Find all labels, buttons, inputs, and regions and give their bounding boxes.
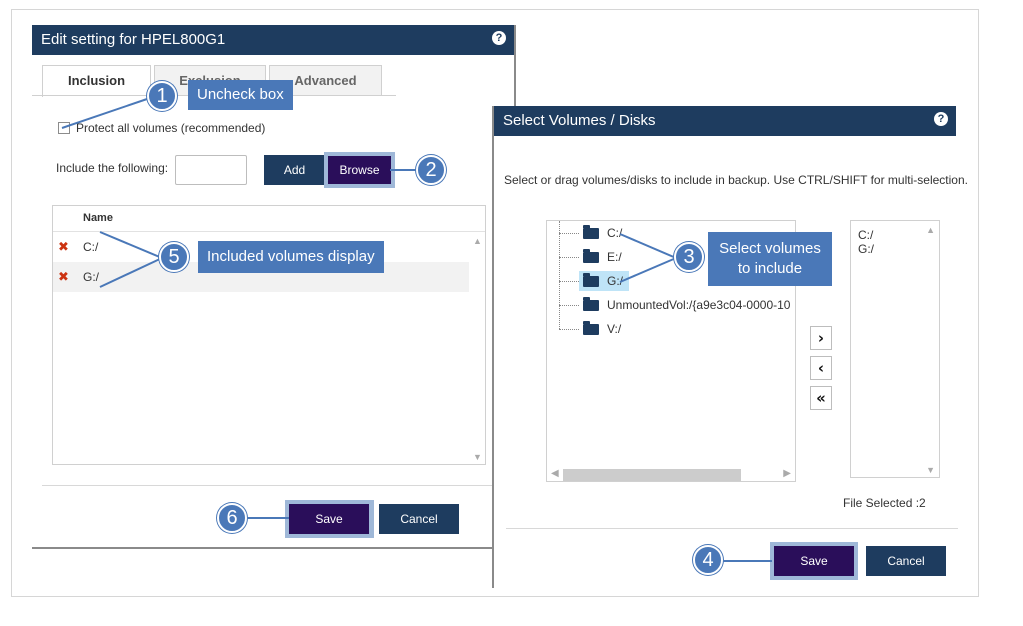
scrollbar-thumb[interactable] <box>563 469 741 481</box>
callout-badge-5: 5 <box>159 242 189 272</box>
callout-label-1: Uncheck box <box>188 80 293 110</box>
tree-item-g[interactable]: G:/ <box>579 271 630 291</box>
move-all-left-button[interactable]: « <box>810 386 832 410</box>
remove-icon[interactable]: ✖ <box>58 239 69 254</box>
tree-connector <box>559 257 579 258</box>
scroll-up-icon[interactable]: ▲ <box>926 225 935 235</box>
add-button[interactable]: Add <box>264 155 325 185</box>
row-name: C:/ <box>83 240 99 254</box>
edit-dialog-titlebar: Edit setting for HPEL800G1 ? <box>32 25 514 55</box>
tree-connector <box>559 305 579 306</box>
callout-badge-4: 4 <box>693 545 723 575</box>
tree-item-label: E:/ <box>607 250 622 264</box>
tree-horizontal-scrollbar[interactable]: ◀ ▶ <box>547 467 795 481</box>
footer-divider <box>42 485 502 486</box>
grid-header-name[interactable]: Name <box>83 212 113 224</box>
folder-icon <box>583 225 599 239</box>
remove-icon[interactable]: ✖ <box>58 269 69 284</box>
selected-volumes-list: C:/ G:/ ▲ ▼ <box>850 220 940 478</box>
tree-connector <box>559 233 579 234</box>
scroll-down-icon[interactable]: ▼ <box>926 465 935 475</box>
grid-scrollbar[interactable]: ▲ ▼ <box>469 232 485 464</box>
include-label: Include the following: <box>56 161 169 175</box>
tree-connector <box>559 329 579 330</box>
cancel-button[interactable]: Cancel <box>379 504 459 534</box>
scroll-down-icon[interactable]: ▼ <box>473 452 482 462</box>
protect-all-label: Protect all volumes (recommended) <box>76 121 266 135</box>
cancel-button[interactable]: Cancel <box>866 546 946 576</box>
move-right-button[interactable]: › <box>810 326 832 350</box>
grid-header: Name <box>53 206 485 232</box>
tree-item-label: UnmountedVol:/{a9e3c04-0000-10 <box>607 298 791 312</box>
row-name: G:/ <box>83 270 100 284</box>
browse-button[interactable]: Browse <box>328 156 391 184</box>
tree-item-label: V:/ <box>607 322 622 336</box>
folder-icon <box>583 297 599 311</box>
select-instructions: Select or drag volumes/disks to include … <box>504 173 968 187</box>
help-icon[interactable]: ? <box>934 112 948 126</box>
scroll-right-icon[interactable]: ▶ <box>783 468 791 479</box>
callout-label-3: Select volumes to include <box>708 232 832 286</box>
list-item[interactable]: G:/ <box>858 242 875 256</box>
select-volumes-dialog: Select Volumes / Disks ? Select or drag … <box>492 106 968 588</box>
callout-badge-3: 3 <box>674 242 704 272</box>
edit-dialog-title: Edit setting for HPEL800G1 <box>41 31 226 48</box>
help-icon[interactable]: ? <box>492 31 506 45</box>
move-left-button[interactable]: ‹ <box>810 356 832 380</box>
file-selected-count: File Selected :2 <box>843 496 926 510</box>
scroll-left-icon[interactable]: ◀ <box>551 468 559 479</box>
callout-badge-6: 6 <box>217 503 247 533</box>
tree-item-unmounted[interactable]: UnmountedVol:/{a9e3c04-0000-10 <box>579 295 795 315</box>
callout-badge-2: 2 <box>416 155 446 185</box>
tree-item-label: G:/ <box>607 274 624 288</box>
tree-connector <box>559 281 579 282</box>
save-button[interactable]: Save <box>289 504 369 534</box>
folder-icon <box>583 321 599 335</box>
tree-item-v[interactable]: V:/ <box>579 319 627 339</box>
callout-badge-1: 1 <box>147 81 177 111</box>
footer-divider <box>506 528 958 529</box>
tree-item-label: C:/ <box>607 226 623 240</box>
protect-all-checkbox[interactable] <box>58 122 70 134</box>
include-input[interactable] <box>175 155 247 185</box>
callout-label-5: Included volumes display <box>198 241 384 273</box>
list-item[interactable]: C:/ <box>858 228 874 242</box>
tree-item-e[interactable]: E:/ <box>579 247 628 267</box>
tab-inclusion[interactable]: Inclusion <box>42 65 151 97</box>
tree-item-c[interactable]: C:/ <box>579 223 628 243</box>
folder-icon <box>583 249 599 263</box>
save-button[interactable]: Save <box>774 546 854 576</box>
select-dialog-titlebar: Select Volumes / Disks ? <box>494 106 956 136</box>
tree-connector <box>559 221 560 329</box>
scroll-up-icon[interactable]: ▲ <box>473 236 482 246</box>
folder-icon <box>583 273 599 287</box>
table-row: ✖ C:/ <box>53 232 469 262</box>
select-dialog-title: Select Volumes / Disks <box>503 112 656 129</box>
